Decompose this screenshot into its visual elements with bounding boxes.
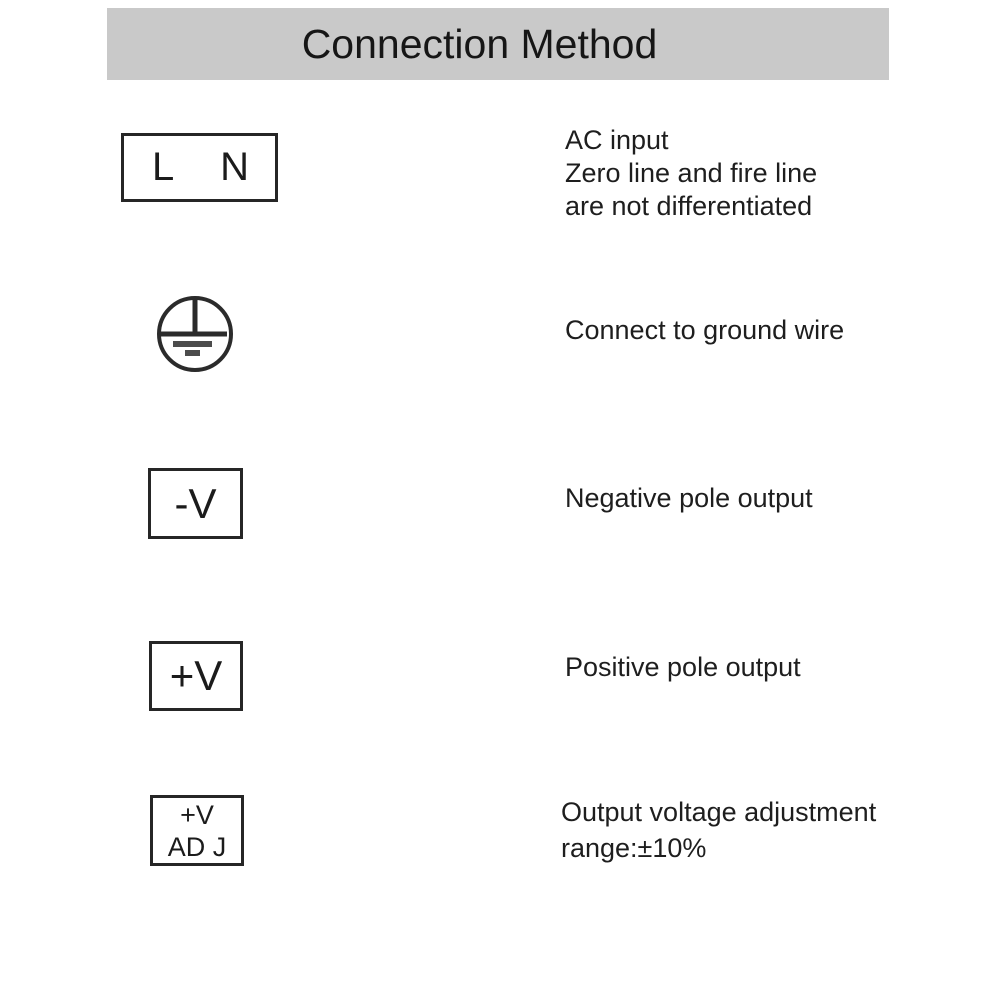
description-line: Negative pole output: [565, 483, 813, 513]
description-line: Output voltage adjustment: [561, 797, 877, 827]
description-line: range:±10%: [561, 833, 707, 863]
description-voltage-adjustment: Output voltage adjustment range:±10%: [561, 794, 876, 866]
terminal-label-adj-v: +V: [180, 799, 214, 830]
description-negative-output: Negative pole output: [565, 482, 813, 515]
description-line: Zero line and fire line: [565, 158, 818, 188]
description-ground: Connect to ground wire: [565, 314, 844, 347]
terminal-box-positive: +V: [149, 641, 243, 711]
description-line: are not differentiated: [565, 191, 813, 221]
description-ac-input: AC input Zero line and fire line are not…: [565, 124, 817, 223]
protective-earth-ground-icon: [155, 294, 235, 374]
terminal-box-ln: L N: [121, 133, 278, 202]
terminal-label-neg-v: -V: [174, 479, 217, 527]
terminal-box-negative: -V: [148, 468, 243, 539]
terminal-label-n: N: [220, 145, 249, 189]
title-banner: Connection Method: [107, 8, 889, 80]
page-title: Connection Method: [301, 20, 658, 67]
description-positive-output: Positive pole output: [565, 651, 801, 684]
description-line: Positive pole output: [565, 652, 801, 682]
terminal-label-pos-v: +V: [169, 652, 223, 699]
terminal-box-adjust: +V AD J: [150, 795, 244, 866]
terminal-label-l: L: [152, 145, 175, 189]
description-line: Connect to ground wire: [565, 315, 845, 345]
description-line: AC input: [565, 125, 669, 155]
terminal-label-adj: AD J: [167, 831, 227, 862]
